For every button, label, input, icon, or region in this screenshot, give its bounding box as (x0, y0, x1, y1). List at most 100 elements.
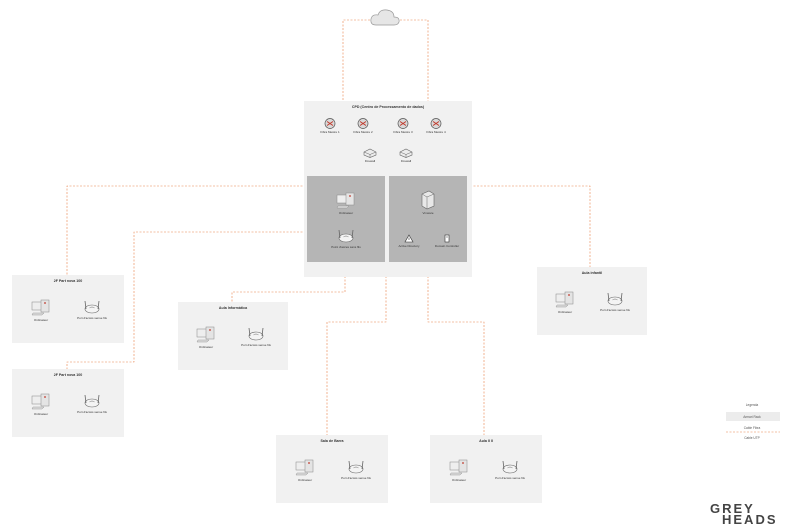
access-point: Port d'accès sense fils (336, 459, 376, 480)
computer-icon (555, 291, 574, 308)
area-title: 2F Part nova 100 (53, 279, 83, 283)
computer: Ordinateur (21, 391, 61, 416)
access-point: Port d'accès sense fils (72, 393, 112, 414)
access-point-label: Port d'accès sense fils (241, 343, 271, 347)
access-point-label: Port d'accès sense fils (600, 308, 630, 312)
access-point: Port d'accès sense fils (595, 291, 635, 312)
server-icon (421, 190, 435, 210)
legend-utp-label: Cable UTP (722, 436, 782, 440)
vmware-server: Vmware (408, 190, 448, 215)
link-cpd-aula-ii (427, 276, 485, 436)
active-directory: Active Directory (389, 234, 429, 248)
legend-fiber-label: Cable Fibra (743, 426, 761, 430)
cpd-access-point: Point d'acces sans fils (326, 228, 366, 249)
firewall-icon (363, 148, 377, 158)
area-title: Aula Informàtica (218, 306, 248, 310)
legend-area-label: Armari Rack (743, 415, 761, 419)
switch-3: Fibra Mestre 3 (384, 118, 422, 134)
computer: Ordinateur (439, 457, 479, 482)
computer-label: Ordinateur (297, 478, 313, 482)
cloud-icon (370, 9, 400, 26)
area-title: Aula II II (479, 439, 493, 443)
wireless-ap-icon (607, 292, 623, 306)
computer-icon (31, 299, 50, 316)
link-internet-cpd-2 (400, 19, 429, 102)
area-box: Aula Informàtica Ordinateur Port d'accès… (178, 302, 288, 370)
legend-area-swatch (726, 412, 780, 421)
computer-label: Ordinateur (557, 310, 573, 314)
area-title: Sala de Barra (320, 439, 344, 443)
firewall-label: Firewall (364, 159, 376, 163)
switch-label: Fibra Mestre 1 (320, 130, 340, 134)
greyheads-logo: GREY HEADS (710, 501, 785, 527)
computer-label: Ordinateur (33, 412, 49, 416)
legend: Legenda Armari Rack Cable Fibra Cable UT… (722, 400, 784, 450)
computer: Ordinateur (21, 297, 61, 322)
area-box: Sala de Barra Ordinateur Port d'accès se… (276, 435, 388, 503)
area-box: Aula II II Ordinateur Port d'accès sense… (430, 435, 542, 503)
computer: Ordinateur (285, 457, 325, 482)
firewall-1: Firewall (350, 148, 390, 163)
access-point-label: Port d'accès sense fils (77, 410, 107, 414)
switch-2: Fibra Mestre 2 (344, 118, 382, 134)
switch-label: Fibra Mestre 3 (393, 130, 413, 134)
computer-icon (336, 192, 355, 209)
area-title: 2F Part nova 100 (53, 373, 83, 377)
wireless-ap-icon (84, 300, 100, 314)
logo-line-2: HEADS (722, 512, 778, 527)
link-internet-cpd (342, 19, 370, 102)
cpd-left-panel: Ordinateur Point d'acces sans fils (307, 176, 385, 262)
access-point-label: Port d'accès sense fils (341, 476, 371, 480)
area-box: 2F Part nova 100 Ordinateur Port d'accès… (12, 369, 124, 437)
wireless-ap-icon (248, 327, 264, 341)
computer-label: Ordinateur (338, 211, 354, 215)
computer-icon (196, 326, 215, 343)
router-icon (397, 118, 409, 129)
firewall-icon (399, 148, 413, 158)
access-point: Port d'accès sense fils (72, 299, 112, 320)
access-point-label: Port d'accès sense fils (495, 476, 525, 480)
cpd-title: CPD (Centro de Processamento de dados) (351, 105, 425, 109)
area-box: 2F Part nova 100 Ordinateur Port d'accès… (12, 275, 124, 343)
server-label: Vmware (422, 211, 434, 215)
router-icon (324, 118, 336, 129)
access-point: Port d'accès sense fils (236, 326, 276, 347)
switch-1: Fibra Mestre 1 (311, 118, 349, 134)
internet-cloud (369, 7, 401, 29)
wireless-ap-icon (502, 460, 518, 474)
wireless-ap-icon (348, 460, 364, 474)
domain-controller-label: Domain Controller (434, 244, 460, 248)
computer-label: Ordinateur (198, 345, 214, 349)
link-cpd-2f-b (66, 231, 306, 370)
firewall-2: Firewall (386, 148, 426, 163)
controller-icon (444, 234, 450, 243)
link-cpd-2f-a (66, 185, 306, 276)
computer-label: Ordinateur (33, 318, 49, 322)
wireless-ap-icon (84, 394, 100, 408)
cpd-computer: Ordinateur (326, 190, 366, 215)
area-title: Aula infantil (581, 271, 603, 275)
firewall-label: Firewall (400, 159, 412, 163)
cpd-right-panel: Vmware Active Directory Domain Controlle… (389, 176, 467, 262)
warning-icon (404, 234, 414, 243)
switch-4: Fibra Mestre 4 (417, 118, 455, 134)
cpd-box: CPD (Centro de Processamento de dados) F… (304, 101, 472, 277)
computer: Ordinateur (545, 289, 585, 314)
legend-title: Legenda (745, 403, 759, 407)
link-cpd-infantil (470, 185, 591, 268)
computer-icon (31, 393, 50, 410)
wireless-ap-icon (338, 229, 354, 243)
link-cpd-informatica (231, 276, 346, 303)
computer-icon (449, 459, 468, 476)
link-cpd-barra (326, 276, 387, 436)
switch-label: Fibra Mestre 2 (353, 130, 373, 134)
access-point-label: Point d'acces sans fils (331, 245, 361, 249)
access-point-label: Port d'accès sense fils (77, 316, 107, 320)
active-directory-label: Active Directory (398, 244, 420, 248)
computer-label: Ordinateur (451, 478, 467, 482)
router-icon (357, 118, 369, 129)
logo-line-1: GREY (710, 501, 755, 516)
switch-label: Fibra Mestre 4 (426, 130, 446, 134)
domain-controller: Domain Controller (427, 234, 467, 248)
